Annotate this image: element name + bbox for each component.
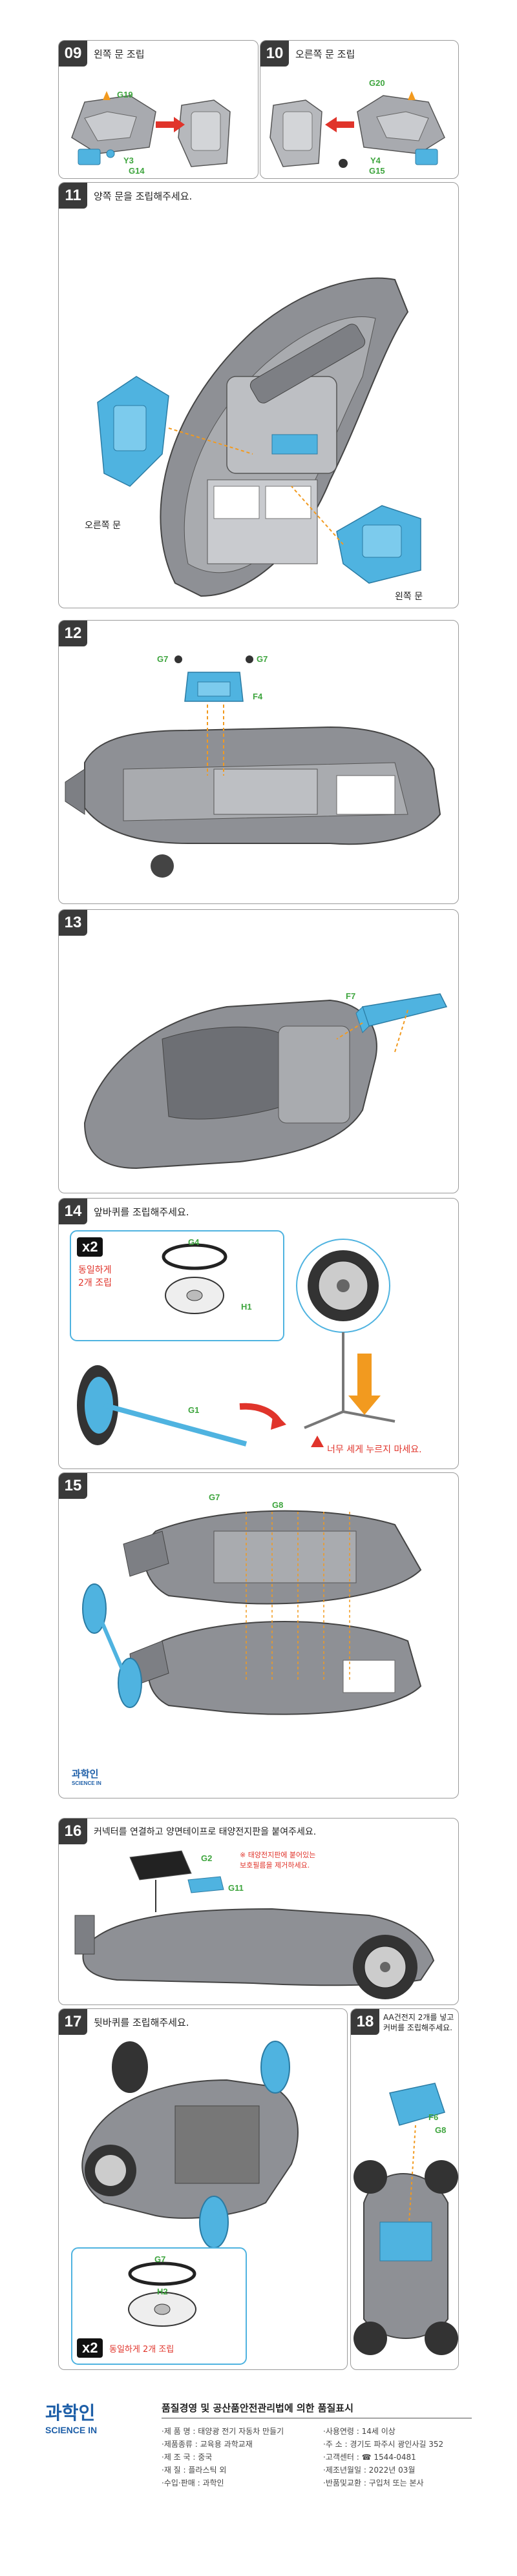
label-g15: G15 (369, 166, 385, 176)
label-g2: G2 (201, 1853, 213, 1863)
info-material: ·재 질 : 플라스틱 외 (162, 2466, 227, 2475)
info-address: ·주 소 : 경기도 파주시 광인사길 352 (323, 2440, 444, 2449)
step-title: 양쪽 문을 조립해주세요. (94, 191, 193, 202)
label-g20: G20 (369, 78, 385, 88)
step-number: 10 (260, 41, 289, 67)
assembly-note: 동일하게 2개 조립 (109, 2345, 174, 2354)
label-f7: F7 (346, 991, 356, 1001)
step-number: 13 (59, 910, 87, 936)
label-g7: G7 (209, 1492, 220, 1502)
info-importer: ·수입·판매 : 과학인 (162, 2478, 224, 2488)
step-10-illustration (269, 91, 445, 168)
step-11-illustration (97, 277, 421, 597)
step-title: 앞바퀴를 조립해주세요. (94, 1206, 189, 1218)
step-number: 12 (59, 621, 87, 646)
label-h1: H1 (241, 1302, 252, 1312)
x2-badge: x2 (77, 2338, 103, 2358)
step-title: AA건전지 2개를 넣고 커버를 조립해주세요. (383, 2013, 454, 2032)
info-country: ·제 조 국 : 중국 (162, 2453, 213, 2462)
step-number: 15 (59, 1473, 87, 1499)
step-17-panel: 17 뒷바퀴를 조립해주세요. G7 H2 x2 동일하게 2개 조립 (58, 2008, 348, 2370)
step-title: 뒷바퀴를 조립해주세요. (94, 2017, 189, 2028)
label-g8: G8 (435, 2125, 447, 2135)
step-15-panel: 15 G7 G8 과학인 SCIENCE IN (58, 1472, 459, 1798)
step-16-panel: 16 커넥터를 연결하고 양면테이프로 태양전지판을 붙여주세요. ※ 태양전지… (58, 1818, 459, 2005)
label-h2: H2 (157, 2287, 168, 2296)
label-left-door: 왼쪽 문 (395, 592, 423, 602)
step-14-panel: 14 앞바퀴를 조립해주세요. x2 동일하게 2개 조립 G4 H1 G1 너… (58, 1198, 459, 1469)
label-f6: F6 (428, 2112, 439, 2122)
step-15-illustration (82, 1510, 422, 1715)
step-18-panel: 18 AA건전지 2개를 넣고 커버를 조립해주세요. F6 G8 (350, 2008, 459, 2370)
label-g14: G14 (129, 166, 145, 176)
step-17-illustration (71, 2041, 299, 2365)
info-returns: ·반품및교환 : 구입처 또는 본사 (323, 2478, 424, 2488)
label-y4: Y4 (370, 156, 381, 165)
info-manufacture-date: ·제조년월일 : 2022년 03월 (323, 2466, 416, 2475)
info-product-type: ·제품종류 : 교육용 과학교재 (162, 2440, 253, 2449)
footer-logo: 과학인 SCIENCE IN (45, 2399, 155, 2435)
step-11-panel: 11 양쪽 문을 조립해주세요. 오른쪽 문 왼쪽 문 (58, 182, 459, 608)
brand-name: 과학인 (72, 1769, 99, 1780)
film-note: ※ 태양전지판에 붙어있는 보호필름을 제거하세요. (240, 1851, 316, 1870)
label-g1: G1 (188, 1405, 200, 1415)
step-title: 왼쪽 문 조립 (94, 48, 145, 60)
step-13-illustration (83, 993, 448, 1170)
label-y3: Y3 (123, 156, 134, 165)
step-18-illustration (353, 2083, 458, 2355)
warning-text: 너무 세게 누르지 마세요. (327, 1445, 422, 1455)
step-14-illustration (70, 1230, 396, 1447)
label-right-door: 오른쪽 문 (85, 520, 121, 531)
label-g4: G4 (188, 1237, 200, 1247)
assembly-note: 동일하게 2개 조립 (78, 1265, 112, 1288)
step-title: 오른쪽 문 조립 (295, 48, 355, 60)
step-number: 18 (351, 2009, 379, 2035)
info-age: ·사용연령 : 14세 이상 (323, 2427, 396, 2436)
label-g7: G7 (154, 2254, 166, 2264)
step-09-illustration (71, 91, 231, 167)
step-13-panel: 13 F7 (58, 909, 459, 1193)
footer-heading: 품질경영 및 공산품안전관리법에 의한 품질표시 (162, 2402, 353, 2414)
step-12-illustration (65, 655, 441, 878)
step-10-panel: 10 오른쪽 문 조립 G20 Y4 G15 (260, 40, 459, 179)
step-16-illustration (74, 1850, 435, 1999)
label-g11: G11 (228, 1883, 244, 1893)
footer-brand-name: 과학인 (45, 2403, 96, 2423)
step-number: 16 (59, 1819, 87, 1844)
step-number: 09 (59, 41, 87, 67)
brand-logo: 과학인 SCIENCE IN (72, 1767, 101, 1786)
label-g7-right: G7 (257, 654, 268, 664)
label-g8: G8 (272, 1500, 284, 1510)
step-number: 11 (59, 183, 87, 209)
label-g7-left: G7 (157, 654, 169, 664)
footer-brand-sub: SCIENCE IN (45, 2425, 98, 2435)
brand-sub: SCIENCE IN (72, 1780, 101, 1786)
step-number: 17 (59, 2009, 87, 2035)
footer: 과학인 SCIENCE IN 품질경영 및 공산품안전관리법에 의한 품질표시 … (0, 2389, 517, 2576)
step-09-panel: 09 왼쪽 문 조립 G19 Y3 G14 (58, 40, 258, 179)
info-customer-center: ·고객센터 : ☎ 1544-0481 (323, 2453, 416, 2462)
x2-badge: x2 (77, 1237, 103, 1257)
step-12-panel: 12 G7 G7 F4 (58, 620, 459, 904)
info-product-name: ·제 품 명 : 태양광 전기 자동차 만들기 (162, 2427, 284, 2436)
step-number: 14 (59, 1199, 87, 1224)
label-g19: G19 (117, 90, 133, 99)
label-f4: F4 (253, 692, 263, 701)
step-title: 커넥터를 연결하고 양면테이프로 태양전지판을 붙여주세요. (94, 1827, 317, 1837)
